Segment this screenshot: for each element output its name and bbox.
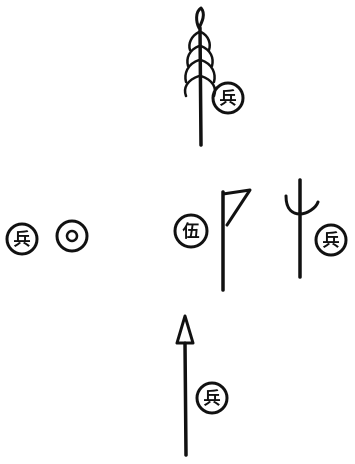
marker-char: 兵 [204,388,221,409]
east-unit: 兵 [286,180,346,277]
spear-icon [177,316,193,455]
marker-char: 兵 [14,229,31,250]
tufted-spear-icon [185,8,215,145]
marker-char: 兵 [220,88,237,109]
marker-char: 兵 [323,230,340,251]
soldier-marker: 兵 [197,383,227,413]
drum-icon [57,221,87,251]
north-unit: 兵 [185,8,243,145]
west-unit: 兵 [7,221,87,254]
south-unit: 兵 [177,316,227,455]
forked-halberd-icon [286,180,318,277]
squad-marker: 伍 [175,215,207,247]
soldier-marker: 兵 [213,83,243,113]
center-unit: 伍 [175,190,250,290]
flag-icon [223,190,250,290]
marker-char: 伍 [182,221,200,242]
soldier-marker: 兵 [7,224,37,254]
soldier-marker: 兵 [316,225,346,255]
